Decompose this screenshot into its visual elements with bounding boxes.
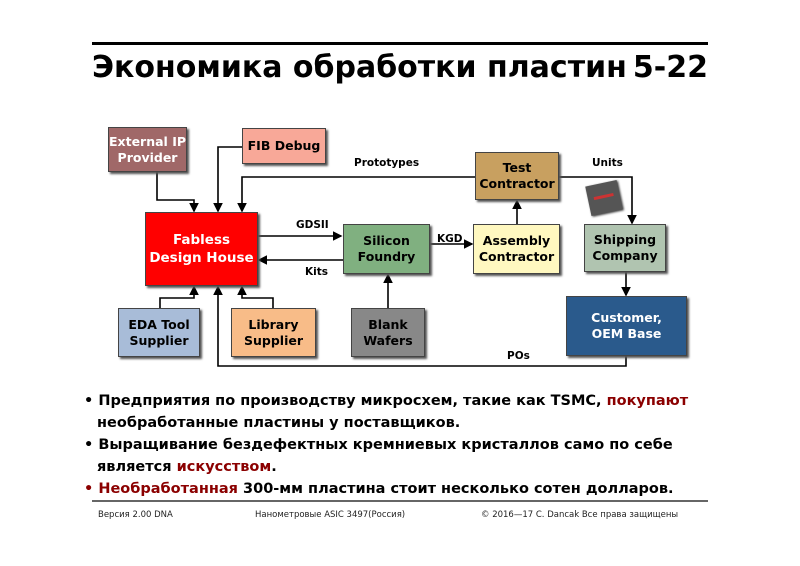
node-library-supplier: Library Supplier [231, 308, 316, 357]
node-fabless-design-house: Fabless Design House [145, 212, 258, 286]
edge-eda [159, 285, 199, 308]
edge-library [237, 285, 274, 308]
top-rule [92, 42, 708, 45]
node-eda-tool-supplier: EDA Tool Supplier [118, 308, 200, 357]
footer-copyright: © 2016—17 C. Dancak Все права защищены [481, 510, 679, 520]
node-fib-debug: FIB Debug [242, 128, 326, 164]
bullet-item: • Предприятия по производству микросхем,… [84, 393, 689, 431]
node-test-contractor: Test Contractor [475, 152, 559, 200]
footer-course: Нанометровые ASIC 3497(Россия) [255, 510, 406, 520]
label-prototypes: Prototypes [354, 157, 420, 169]
slide-number: 5-22 [632, 50, 708, 85]
label-kgd: KGD [437, 233, 463, 245]
edge-prototypes [237, 176, 475, 213]
node-external-ip: External IP Provider [108, 127, 187, 172]
node-blank-wafers: Blank Wafers [351, 308, 425, 357]
node-assembly-contractor: Assembly Contractor [473, 224, 560, 274]
bullet-list: • Предприятия по производству микросхем,… [84, 390, 734, 500]
edge-fib [213, 146, 242, 213]
node-silicon-foundry: Silicon Foundry [343, 224, 430, 274]
page-title: Экономика обработки пластин [92, 50, 627, 85]
edge-external-ip [156, 172, 199, 213]
label-pos: POs [507, 350, 530, 362]
edge-units [559, 176, 637, 225]
label-gdsii: GDSII [296, 219, 329, 231]
node-shipping-company: Shipping Company [584, 224, 666, 272]
node-customer-oem: Customer, OEM Base [566, 296, 687, 356]
footer-version: Версия 2.00 DNA [98, 510, 173, 520]
bullet-item: • Выращивание бездефектных кремниевых кр… [84, 437, 673, 475]
edge-pos [213, 285, 627, 367]
bullet-item: • Необработанная 300-мм пластина стоит н… [84, 481, 674, 497]
label-kits: Kits [305, 266, 329, 278]
footer-rule [92, 500, 708, 502]
label-units: Units [592, 157, 623, 169]
